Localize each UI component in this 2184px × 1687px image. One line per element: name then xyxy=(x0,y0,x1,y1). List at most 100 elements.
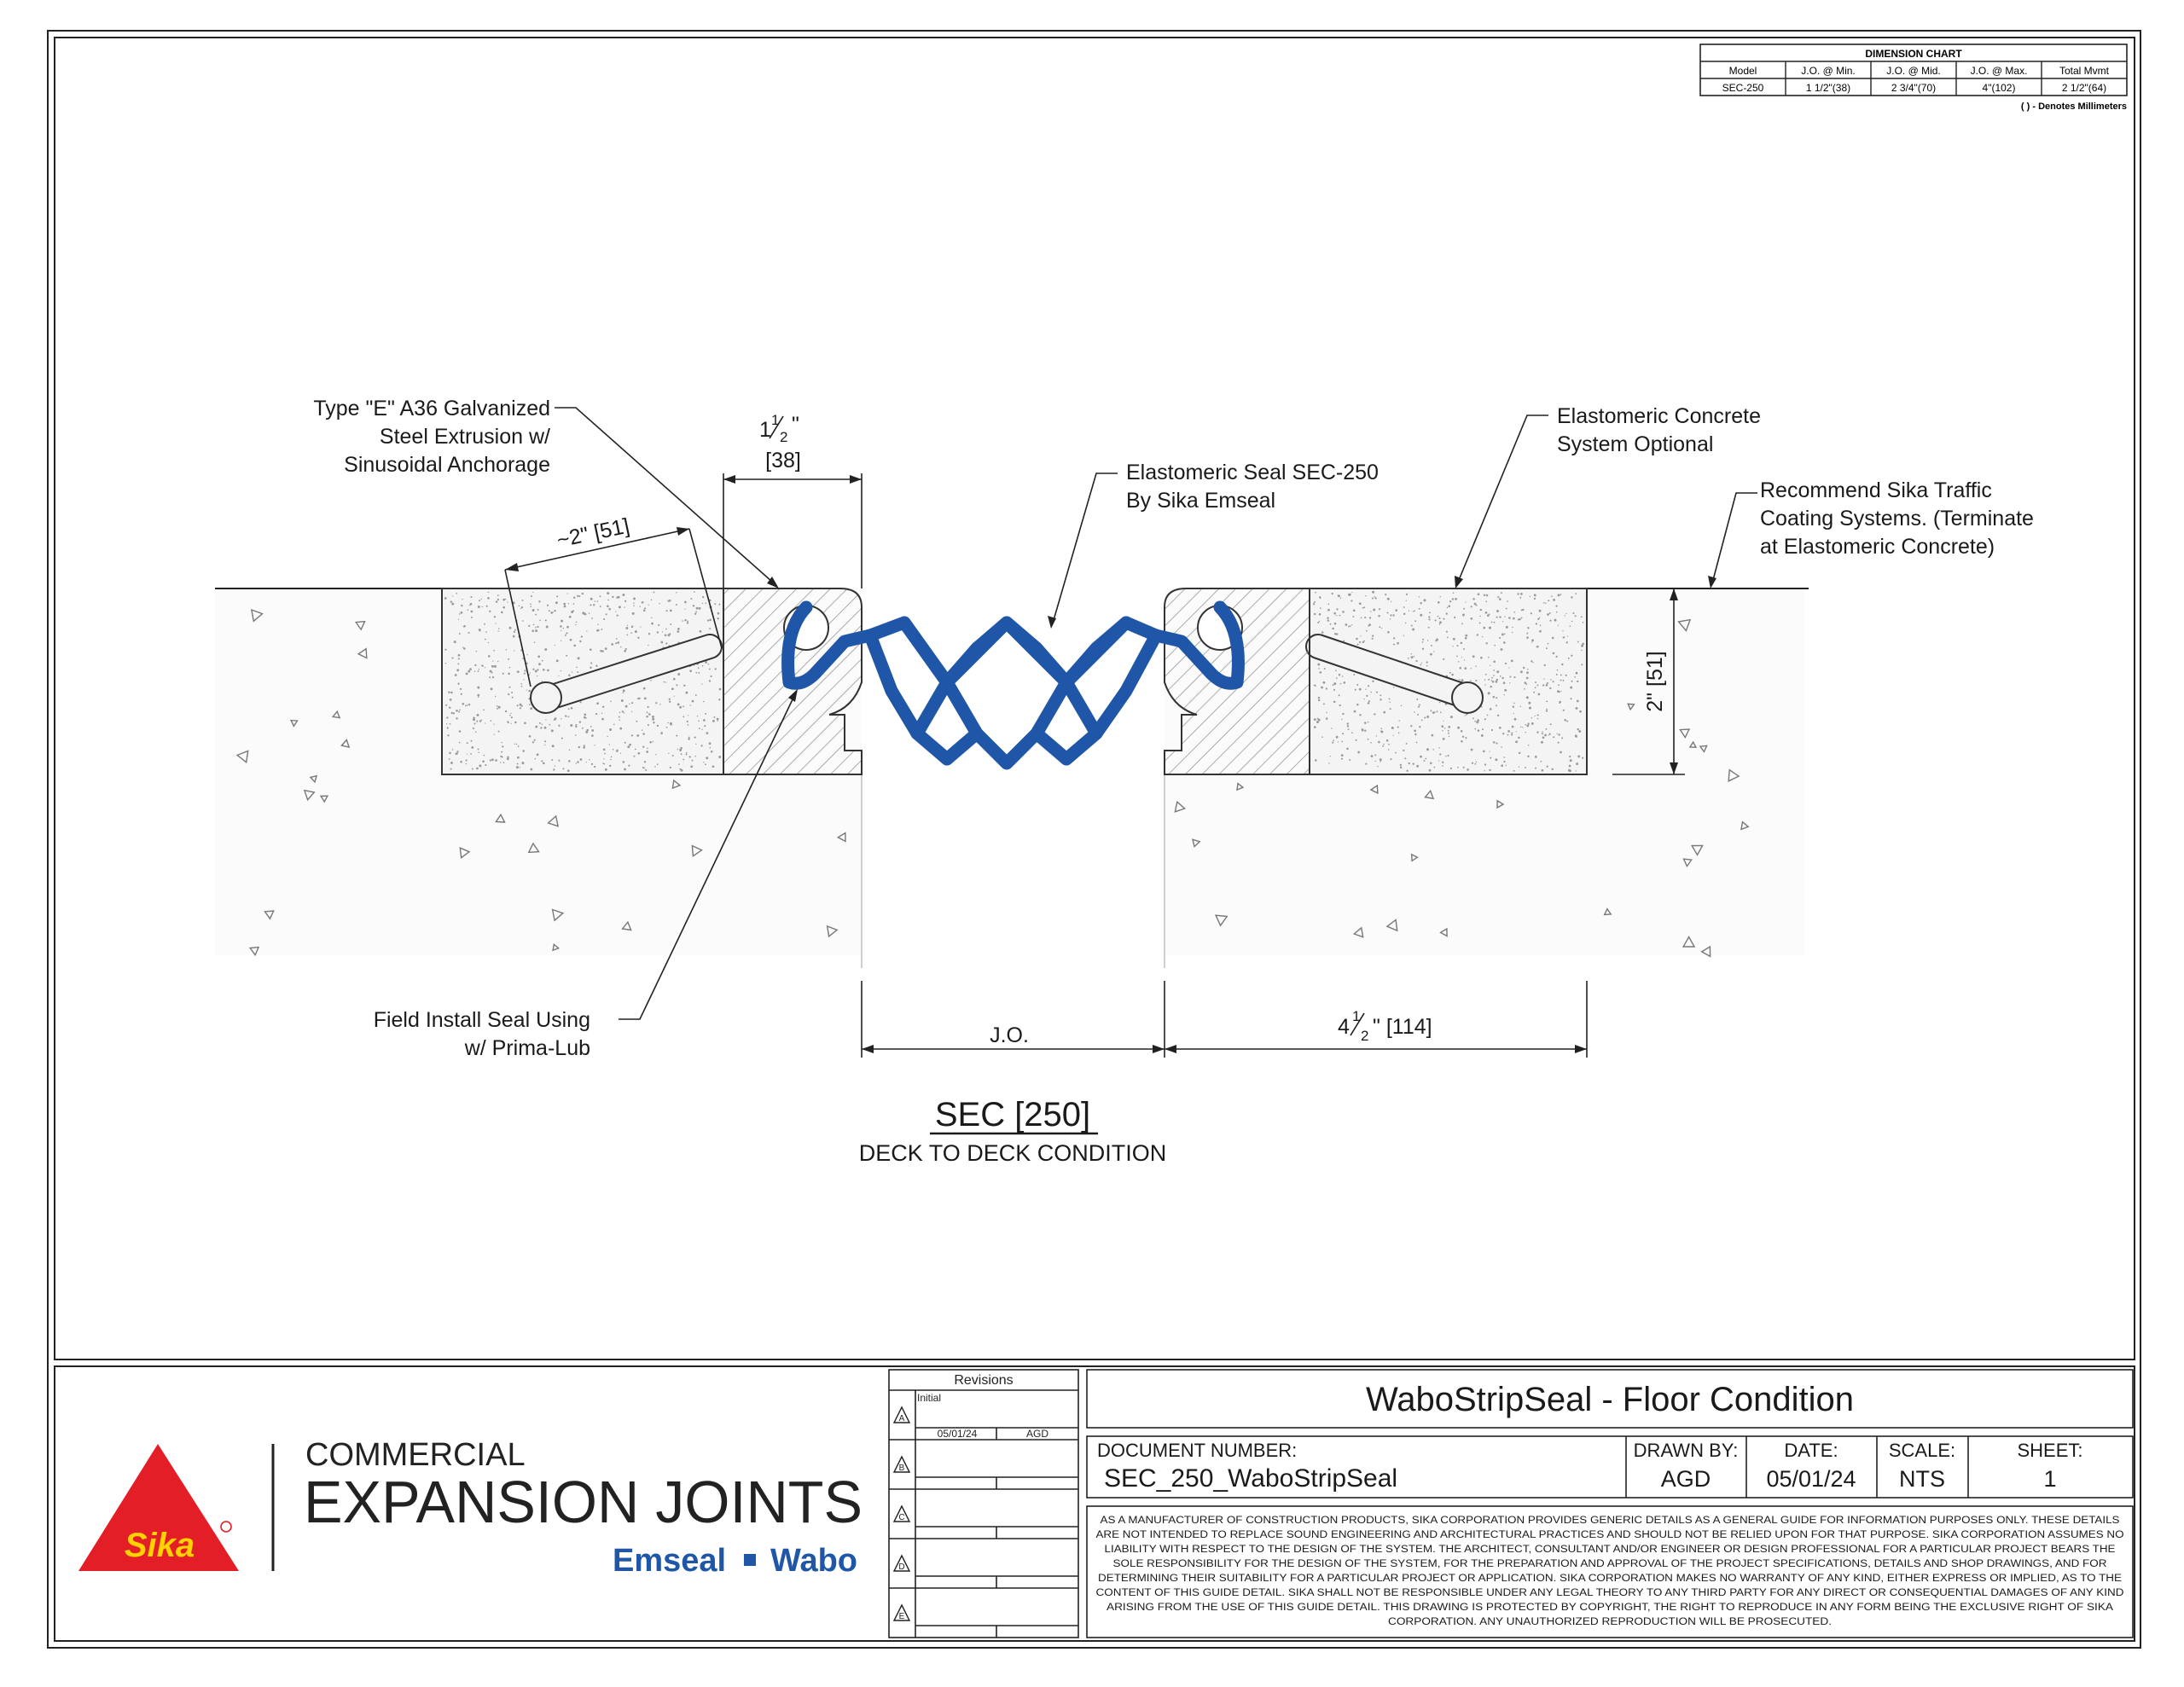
concrete-speckle xyxy=(1374,597,1377,600)
concrete-speckle xyxy=(532,668,535,670)
concrete-speckle xyxy=(1449,767,1452,770)
concrete-speckle xyxy=(1471,762,1474,764)
dimension-mm: [38] xyxy=(765,449,801,472)
concrete-speckle xyxy=(642,766,644,768)
concrete-speckle xyxy=(507,721,509,723)
concrete-speckle xyxy=(604,768,607,771)
logo-brand-wabo: Wabo xyxy=(770,1543,857,1579)
concrete-speckle xyxy=(564,634,566,636)
concrete-speckle xyxy=(498,628,500,629)
concrete-speckle xyxy=(1339,614,1341,617)
concrete-speckle xyxy=(494,695,497,698)
concrete-speckle xyxy=(699,629,702,633)
concrete-speckle xyxy=(514,721,517,724)
concrete-speckle xyxy=(1476,634,1478,636)
concrete-speckle xyxy=(630,710,633,713)
concrete-speckle xyxy=(677,703,680,706)
concrete-speckle xyxy=(1419,726,1421,728)
aggregate-stone xyxy=(319,795,329,803)
concrete-speckle xyxy=(687,620,689,623)
concrete-speckle xyxy=(456,710,458,712)
concrete-speckle xyxy=(705,713,707,715)
concrete-speckle xyxy=(596,600,599,603)
concrete-speckle xyxy=(676,734,678,737)
concrete-speckle xyxy=(1551,595,1553,597)
concrete-speckle xyxy=(1417,713,1420,716)
concrete-speckle xyxy=(499,762,502,763)
concrete-speckle xyxy=(1503,633,1506,635)
concrete-speckle xyxy=(1416,764,1420,768)
revisions-table xyxy=(888,1369,1079,1638)
concrete-speckle xyxy=(1526,671,1529,675)
concrete-speckle xyxy=(1442,765,1443,767)
concrete-speckle xyxy=(1397,641,1399,645)
concrete-speckle xyxy=(1370,755,1374,757)
concrete-speckle xyxy=(1314,601,1316,603)
concrete-speckle xyxy=(1551,636,1554,640)
dimension-numerator: 1 xyxy=(771,412,779,428)
concrete-speckle xyxy=(1485,642,1488,645)
aggregate-stone xyxy=(495,813,506,823)
concrete-speckle xyxy=(1504,662,1507,665)
concrete-speckle xyxy=(1549,723,1552,726)
chart-value-cell: 4"(102) xyxy=(1983,82,2016,94)
concrete-speckle xyxy=(646,716,648,718)
concrete-speckle xyxy=(1410,725,1413,728)
concrete-speckle xyxy=(512,635,515,638)
revision-marker-triangle xyxy=(892,1603,911,1621)
concrete-speckle xyxy=(456,717,458,720)
concrete-speckle xyxy=(1483,594,1486,597)
concrete-speckle xyxy=(1541,768,1544,772)
concrete-speckle xyxy=(1392,614,1395,617)
concrete-speckle xyxy=(717,612,720,615)
concrete-speckle xyxy=(537,608,539,611)
revision-marker-label: B xyxy=(899,1464,905,1473)
concrete-speckle xyxy=(1484,684,1486,686)
concrete-speckle xyxy=(543,726,547,729)
concrete-speckle xyxy=(1472,598,1475,600)
concrete-speckle xyxy=(671,687,674,691)
concrete-speckle xyxy=(1490,757,1492,759)
concrete-speckle xyxy=(647,747,648,750)
concrete-speckle xyxy=(1395,751,1397,754)
concrete-speckle xyxy=(1548,600,1550,602)
concrete-speckle xyxy=(448,691,450,694)
concrete-speckle xyxy=(444,597,447,600)
aggregate-stone xyxy=(1603,907,1612,916)
concrete-speckle xyxy=(1321,631,1324,634)
concrete-speckle xyxy=(1560,594,1562,595)
concrete-speckle xyxy=(1315,685,1316,687)
concrete-speckle xyxy=(599,595,601,598)
concrete-speckle xyxy=(1343,681,1346,684)
concrete-speckle xyxy=(1499,675,1502,677)
concrete-speckle xyxy=(1407,657,1409,659)
concrete-speckle xyxy=(489,610,491,612)
concrete-speckle xyxy=(469,668,472,670)
concrete-speckle xyxy=(1317,696,1321,699)
revision-initials: AGD xyxy=(1026,1428,1048,1440)
concrete-speckle xyxy=(450,711,454,715)
concrete-speckle xyxy=(669,633,671,635)
concrete-speckle xyxy=(493,616,497,618)
concrete-speckle xyxy=(1416,699,1419,700)
concrete-speckle xyxy=(1404,757,1407,760)
concrete-speckle xyxy=(1346,725,1350,728)
scale-value: NTS xyxy=(1899,1466,1945,1492)
concrete-speckle xyxy=(1548,612,1551,614)
concrete-speckle xyxy=(590,662,593,664)
concrete-speckle xyxy=(1439,753,1442,756)
concrete-speckle xyxy=(1480,733,1484,737)
concrete-speckle xyxy=(1313,726,1316,728)
concrete-speckle xyxy=(1449,671,1451,674)
concrete-speckle xyxy=(623,712,625,714)
concrete-speckle xyxy=(470,753,472,755)
concrete-speckle xyxy=(713,716,716,718)
concrete-speckle xyxy=(538,722,541,724)
concrete-speckle xyxy=(695,611,698,613)
concrete-speckle xyxy=(551,759,554,761)
concrete-speckle xyxy=(1513,676,1516,679)
dimension-unit: " xyxy=(792,413,799,437)
concrete-speckle xyxy=(625,627,629,629)
concrete-speckle xyxy=(581,592,584,595)
concrete-speckle xyxy=(1488,678,1490,681)
